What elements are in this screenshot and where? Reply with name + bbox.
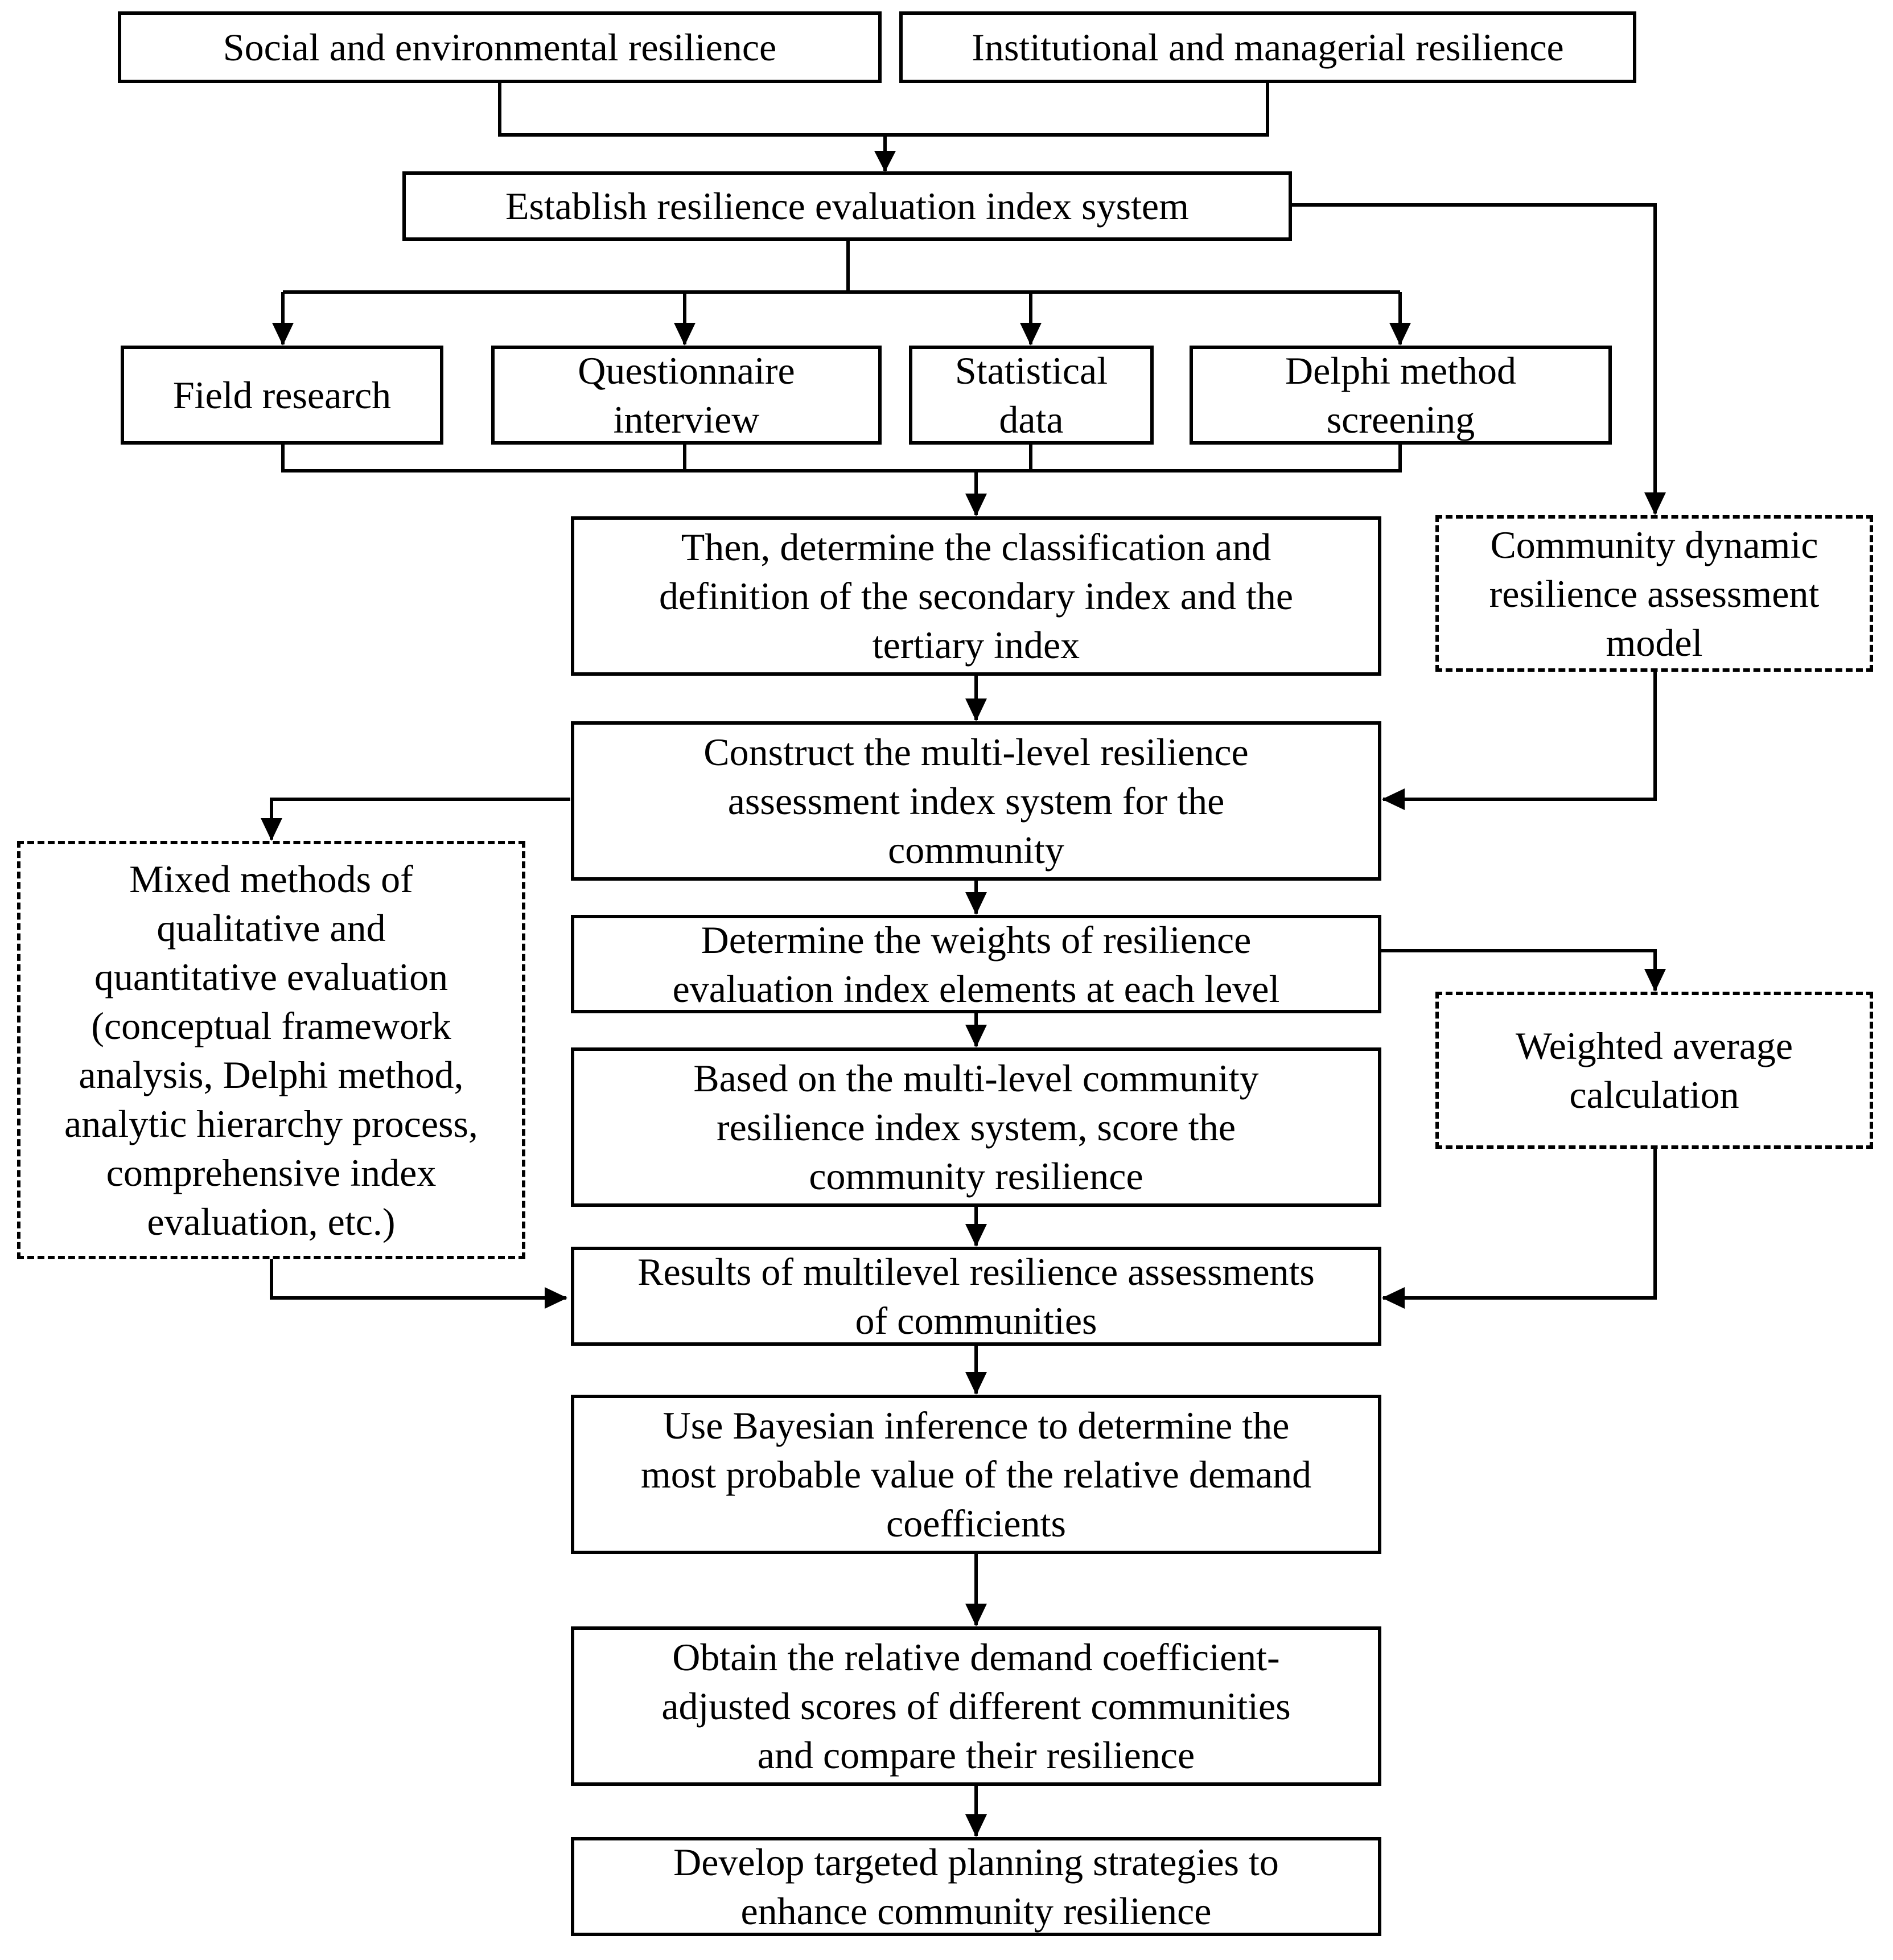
arrowhead-field: [272, 323, 294, 346]
node-label: Mixed methods of qualitative and quantit…: [64, 857, 478, 1243]
node-label: Construct the multi-level resilience ass…: [703, 730, 1249, 872]
arrowhead-avg-results: [1382, 1287, 1405, 1309]
node-label: Determine the weights of resilience eval…: [672, 918, 1280, 1010]
arrow-model-to-construct: [1383, 672, 1657, 801]
node-label: Field research: [172, 373, 392, 417]
node-label: Statistical data: [954, 349, 1108, 441]
arrowhead-avg: [1644, 969, 1666, 992]
node-label: Community dynamic resilience assessment …: [1489, 523, 1820, 664]
node-institutional-resilience: Institutional and managerial resilience: [899, 11, 1636, 83]
arrowhead-model-construct: [1382, 788, 1405, 810]
node-label: Obtain the relative demand coefficient- …: [661, 1636, 1291, 1777]
node-mixed-methods: Mixed methods of qualitative and quantit…: [17, 841, 525, 1259]
arrowhead-develop: [965, 1814, 987, 1837]
node-results: Results of multilevel resilience assessm…: [571, 1247, 1381, 1346]
node-label: Social and environmental resilience: [223, 26, 777, 69]
arrowhead-obtain: [965, 1604, 987, 1626]
node-label: Results of multilevel resilience assessm…: [637, 1250, 1315, 1342]
node-label: Questionnaire interview: [578, 349, 795, 441]
arrow-mixed-to-results: [270, 1258, 566, 1300]
node-questionnaire-interview: Questionnaire interview: [491, 346, 882, 445]
node-label: Delphi method screening: [1285, 349, 1517, 441]
node-establish-index-system: Establish resilience evaluation index sy…: [402, 171, 1292, 241]
arrowhead-questionnaire: [674, 323, 696, 346]
node-label: Based on the multi-level community resil…: [693, 1057, 1259, 1198]
arrowhead-mixed-results: [545, 1287, 567, 1309]
node-construct-index-system: Construct the multi-level resilience ass…: [571, 721, 1381, 881]
node-obtain-adjusted-scores: Obtain the relative demand coefficient- …: [571, 1626, 1381, 1786]
node-field-research: Field research: [121, 346, 443, 445]
arrowhead-statistical: [1020, 323, 1042, 346]
node-label: Develop targeted planning strategies to …: [673, 1840, 1279, 1933]
arrowhead-delphi: [1389, 323, 1411, 346]
node-delphi-screening: Delphi method screening: [1190, 346, 1612, 445]
node-dynamic-assessment-model: Community dynamic resilience assessment …: [1435, 515, 1873, 672]
arrow-establish-to-model: [1292, 203, 1657, 513]
arrowhead-results: [965, 1224, 987, 1247]
arrowhead-establish: [874, 151, 896, 172]
node-score-resilience: Based on the multi-level community resil…: [571, 1047, 1381, 1207]
node-bayesian-inference: Use Bayesian inference to determine the …: [571, 1395, 1381, 1554]
arrowhead-model: [1644, 492, 1666, 515]
node-label: Use Bayesian inference to determine the …: [640, 1404, 1312, 1545]
arrowhead-score: [965, 1025, 987, 1047]
node-label: Institutional and managerial resilience: [972, 26, 1564, 69]
arrowhead-construct: [965, 698, 987, 721]
node-social-env-resilience: Social and environmental resilience: [118, 11, 882, 83]
arrowhead-classification: [965, 494, 987, 516]
arrowhead-bayesian: [965, 1372, 987, 1395]
arrow-avg-to-results: [1383, 1149, 1657, 1300]
node-weighted-average: Weighted average calculation: [1435, 992, 1873, 1149]
node-classification: Then, determine the classification and d…: [571, 516, 1381, 676]
node-statistical-data: Statistical data: [909, 346, 1154, 445]
node-label: Then, determine the classification and d…: [659, 525, 1294, 667]
connector-methods-merge: [281, 443, 1402, 472]
node-label: Establish resilience evaluation index sy…: [505, 184, 1190, 228]
connector-top-merge: [498, 83, 1269, 137]
node-determine-weights: Determine the weights of resilience eval…: [571, 915, 1381, 1013]
arrow-construct-to-mixed: [270, 798, 570, 840]
node-develop-strategies: Develop targeted planning strategies to …: [571, 1837, 1381, 1936]
arrowhead-mixed: [261, 818, 282, 841]
arrowhead-weights: [965, 892, 987, 915]
node-label: Weighted average calculation: [1515, 1024, 1793, 1116]
arrow-weights-to-avg: [1381, 949, 1657, 991]
